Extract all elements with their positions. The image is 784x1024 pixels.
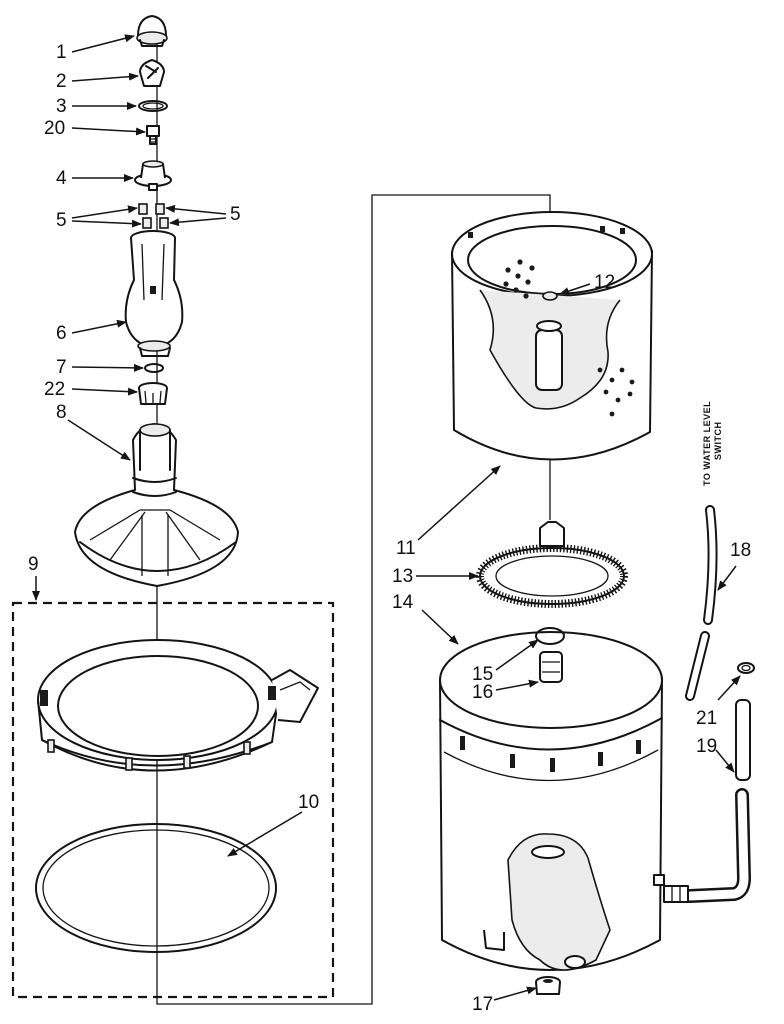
note-line-2: SWITCH	[713, 422, 723, 461]
label-part-20: 20	[44, 118, 65, 139]
part-1-cap	[136, 15, 168, 47]
part-4-dog-hub	[134, 160, 172, 191]
water-level-note: TO WATER LEVEL SWITCH	[702, 401, 723, 486]
label-part-12: 12	[594, 272, 615, 293]
label-part-9: 9	[28, 554, 39, 575]
part-17-nut	[535, 976, 561, 995]
label-part-1: 1	[56, 42, 67, 63]
part-16-bushing	[539, 651, 563, 683]
part-9-tub-ring	[37, 639, 319, 772]
part-20-bolt	[146, 125, 160, 145]
part-9-group-box	[11, 601, 335, 999]
label-part-7: 7	[56, 357, 67, 378]
label-part-14: 14	[392, 592, 414, 613]
part-10-gasket	[35, 823, 277, 953]
label-part-4: 4	[56, 168, 67, 189]
part-18-hose	[685, 505, 718, 701]
label-part-3: 3	[56, 96, 67, 117]
part-19-drain-hose	[663, 699, 751, 903]
leader-lines	[32, 34, 741, 1001]
label-part-2: 2	[56, 71, 67, 92]
label-part-15: 15	[472, 664, 493, 685]
part-14-outer-tub	[439, 631, 665, 971]
label-part-11: 11	[396, 538, 416, 559]
label-part-10: 10	[298, 792, 319, 813]
label-part-6: 6	[56, 323, 67, 344]
label-part-21: 21	[696, 708, 717, 729]
label-part-19: 19	[696, 736, 717, 757]
part-8-agitator-base	[74, 423, 239, 587]
part-13-ring	[476, 521, 628, 608]
part-15-clip	[535, 627, 565, 645]
label-part-22: 22	[44, 379, 65, 400]
label-part-5-left: 5	[56, 210, 67, 231]
note-line-1: TO WATER LEVEL	[702, 401, 712, 486]
part-11-spin-basket	[451, 211, 653, 461]
part-7-ring	[144, 363, 164, 373]
label-part-16: 16	[472, 682, 493, 703]
label-part-8: 8	[56, 402, 67, 423]
part-21-clamp	[737, 662, 755, 674]
part-5-dogs	[138, 203, 169, 229]
part-2-insert	[139, 59, 165, 87]
label-part-13: 13	[392, 566, 413, 587]
part-labels: 1 2 3 20 4 5 5 6 7 22 8 9 10 11 12 13 14…	[28, 42, 751, 1015]
label-part-5-right: 5	[230, 204, 241, 225]
part-3-ring	[138, 100, 168, 112]
part-6-agitator-barrel	[124, 230, 184, 357]
part-22-bearing	[138, 382, 168, 405]
label-part-18: 18	[730, 540, 751, 561]
label-part-17: 17	[472, 994, 493, 1015]
